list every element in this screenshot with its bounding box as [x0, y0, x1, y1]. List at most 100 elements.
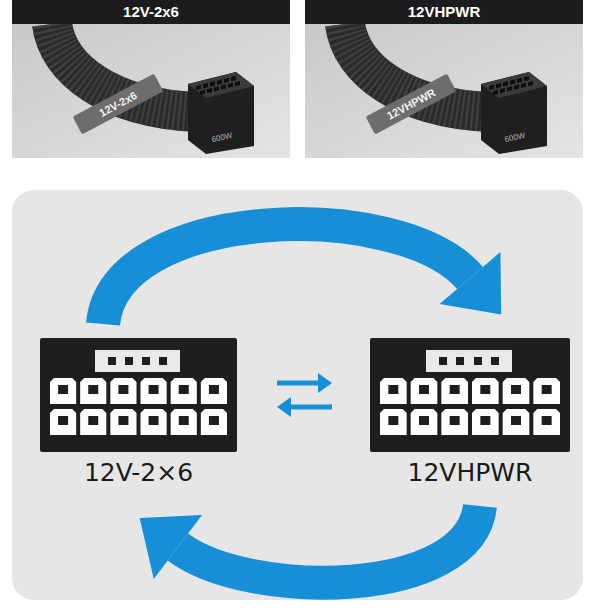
- pin-holes: [489, 75, 533, 96]
- sense-pin: [108, 357, 116, 365]
- pin-socket: [209, 416, 219, 425]
- pin-socket: [88, 416, 98, 425]
- pin-socket: [511, 385, 521, 394]
- pin-socket: [511, 416, 521, 425]
- pin-hole: [503, 81, 508, 86]
- pin-hole: [217, 80, 222, 85]
- sense-pin: [142, 357, 150, 365]
- sense-pin: [474, 357, 482, 365]
- pin-socket: [149, 416, 159, 425]
- power-pin: [171, 409, 197, 435]
- power-pin: [533, 409, 560, 435]
- header-title: 12V-2x6: [12, 0, 290, 24]
- pin-hole: [207, 88, 212, 93]
- sense-block: [426, 350, 512, 372]
- power-pin: [411, 378, 438, 404]
- cable-tag: [73, 74, 164, 135]
- power-pin: [141, 409, 167, 435]
- power-pin: [50, 409, 76, 435]
- power-pin: [50, 378, 76, 404]
- power-pin: [171, 378, 197, 404]
- pin-socket: [58, 385, 68, 394]
- arrow-shaft: [178, 506, 480, 583]
- pin-hole: [221, 85, 226, 90]
- connector-icon: 12VHPWR: [370, 338, 570, 452]
- photo-background: [12, 24, 290, 158]
- power-pin: [110, 409, 136, 435]
- connector-housing: [40, 338, 237, 452]
- pin-socket: [118, 416, 128, 425]
- pin-hole: [228, 83, 233, 88]
- pin-socket: [388, 385, 398, 394]
- pin-hole: [507, 86, 512, 91]
- connector-icon: 12V-2×6: [40, 338, 237, 452]
- sense-pin: [456, 357, 464, 365]
- pin-hole: [203, 83, 208, 88]
- pin-hole: [200, 90, 205, 95]
- arrow-shaft: [291, 405, 332, 410]
- arrow-head: [140, 515, 202, 579]
- pin-hole: [510, 80, 515, 85]
- connector-body: [188, 72, 254, 154]
- pin-hole: [493, 90, 498, 95]
- connector-top: [188, 72, 254, 98]
- pin-socket: [450, 416, 460, 425]
- pin-hole: [496, 83, 501, 88]
- power-pin: [201, 378, 227, 404]
- connector-face: [370, 338, 570, 452]
- power-pin: [411, 409, 438, 435]
- pin-socket: [450, 385, 460, 394]
- arrow-shaft: [103, 224, 470, 324]
- sense-pin: [125, 357, 133, 365]
- pin-socket: [419, 385, 429, 394]
- pin-socket: [179, 416, 189, 425]
- pin-socket: [542, 385, 552, 394]
- connector-body: [481, 72, 547, 154]
- pin-socket: [209, 385, 219, 394]
- pin-socket: [388, 416, 398, 425]
- pin-holes: [196, 75, 240, 96]
- sense-pin: [491, 357, 499, 365]
- header-bar: 12VHPWR: [305, 0, 583, 24]
- power-pin: [533, 378, 560, 404]
- power-pin: [472, 409, 499, 435]
- connector-name: 12VHPWR: [340, 458, 595, 487]
- power-pin: [201, 409, 227, 435]
- connector-housing: [370, 338, 570, 452]
- curved-arrow: [140, 506, 480, 583]
- connector-name: 12V-2×6: [10, 458, 267, 487]
- pin-socket: [118, 385, 128, 394]
- cable-tag: [366, 74, 457, 135]
- header-title: 12VHPWR: [305, 0, 583, 24]
- power-pin: [472, 378, 499, 404]
- swap-arrow: [277, 373, 332, 393]
- arrow-head: [440, 252, 502, 314]
- pin-hole: [489, 85, 494, 90]
- header-bar: 12V-2x6: [12, 0, 290, 24]
- pin-hole: [521, 83, 526, 88]
- photo-background: [305, 24, 583, 158]
- pin-hole: [231, 76, 236, 81]
- connector-face: [40, 338, 237, 452]
- pin-socket: [149, 385, 159, 394]
- cable-photo: [12, 24, 290, 158]
- power-pin: [380, 409, 407, 435]
- sense-block: [95, 350, 180, 372]
- pin-socket: [179, 385, 189, 394]
- power-pin: [380, 378, 407, 404]
- pin-socket: [480, 385, 490, 394]
- pin-hole: [517, 78, 522, 83]
- arrow-head: [318, 373, 332, 393]
- pin-hole: [514, 85, 519, 90]
- arrow-shaft: [277, 381, 318, 386]
- power-pin: [80, 409, 106, 435]
- pin-socket: [419, 416, 429, 425]
- cable-photo: [305, 24, 583, 158]
- swap-arrow: [277, 397, 332, 417]
- power-pin: [503, 409, 530, 435]
- pin-hole: [224, 78, 229, 83]
- connector-top: [481, 72, 547, 98]
- power-pin: [441, 378, 468, 404]
